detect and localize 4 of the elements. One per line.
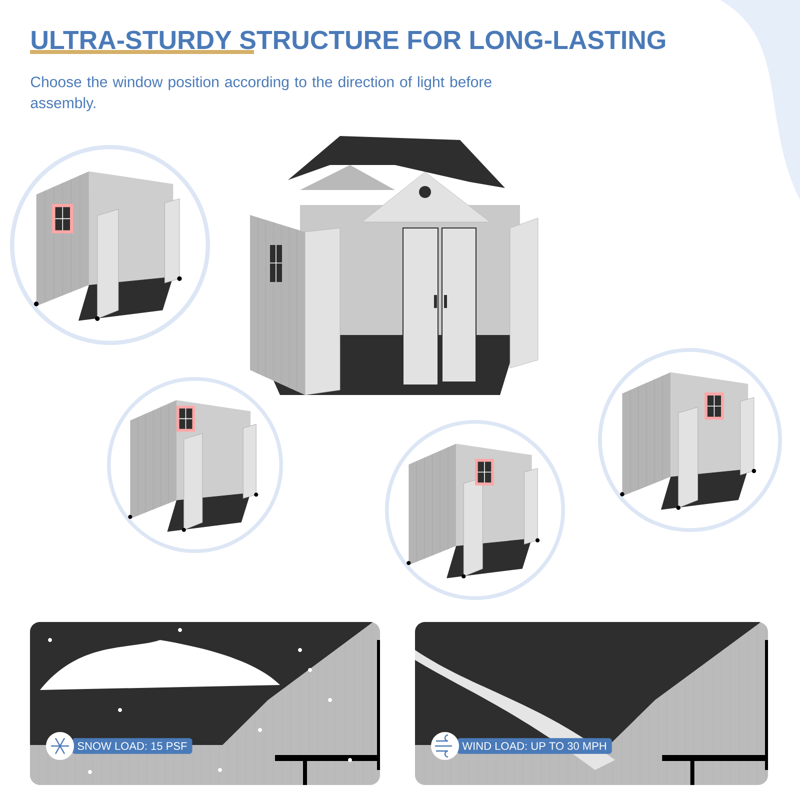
badge: SNOW LOAD: 15 PSF xyxy=(72,738,192,754)
badge: WIND LOAD: UP TO 30 MPH xyxy=(457,738,612,754)
title: ULTRA-STURDY STRUCTURE FOR LONG-LASTING xyxy=(32,30,666,50)
subtitle: Choose the window position according to the direction of light before assembly. xyxy=(30,76,492,112)
